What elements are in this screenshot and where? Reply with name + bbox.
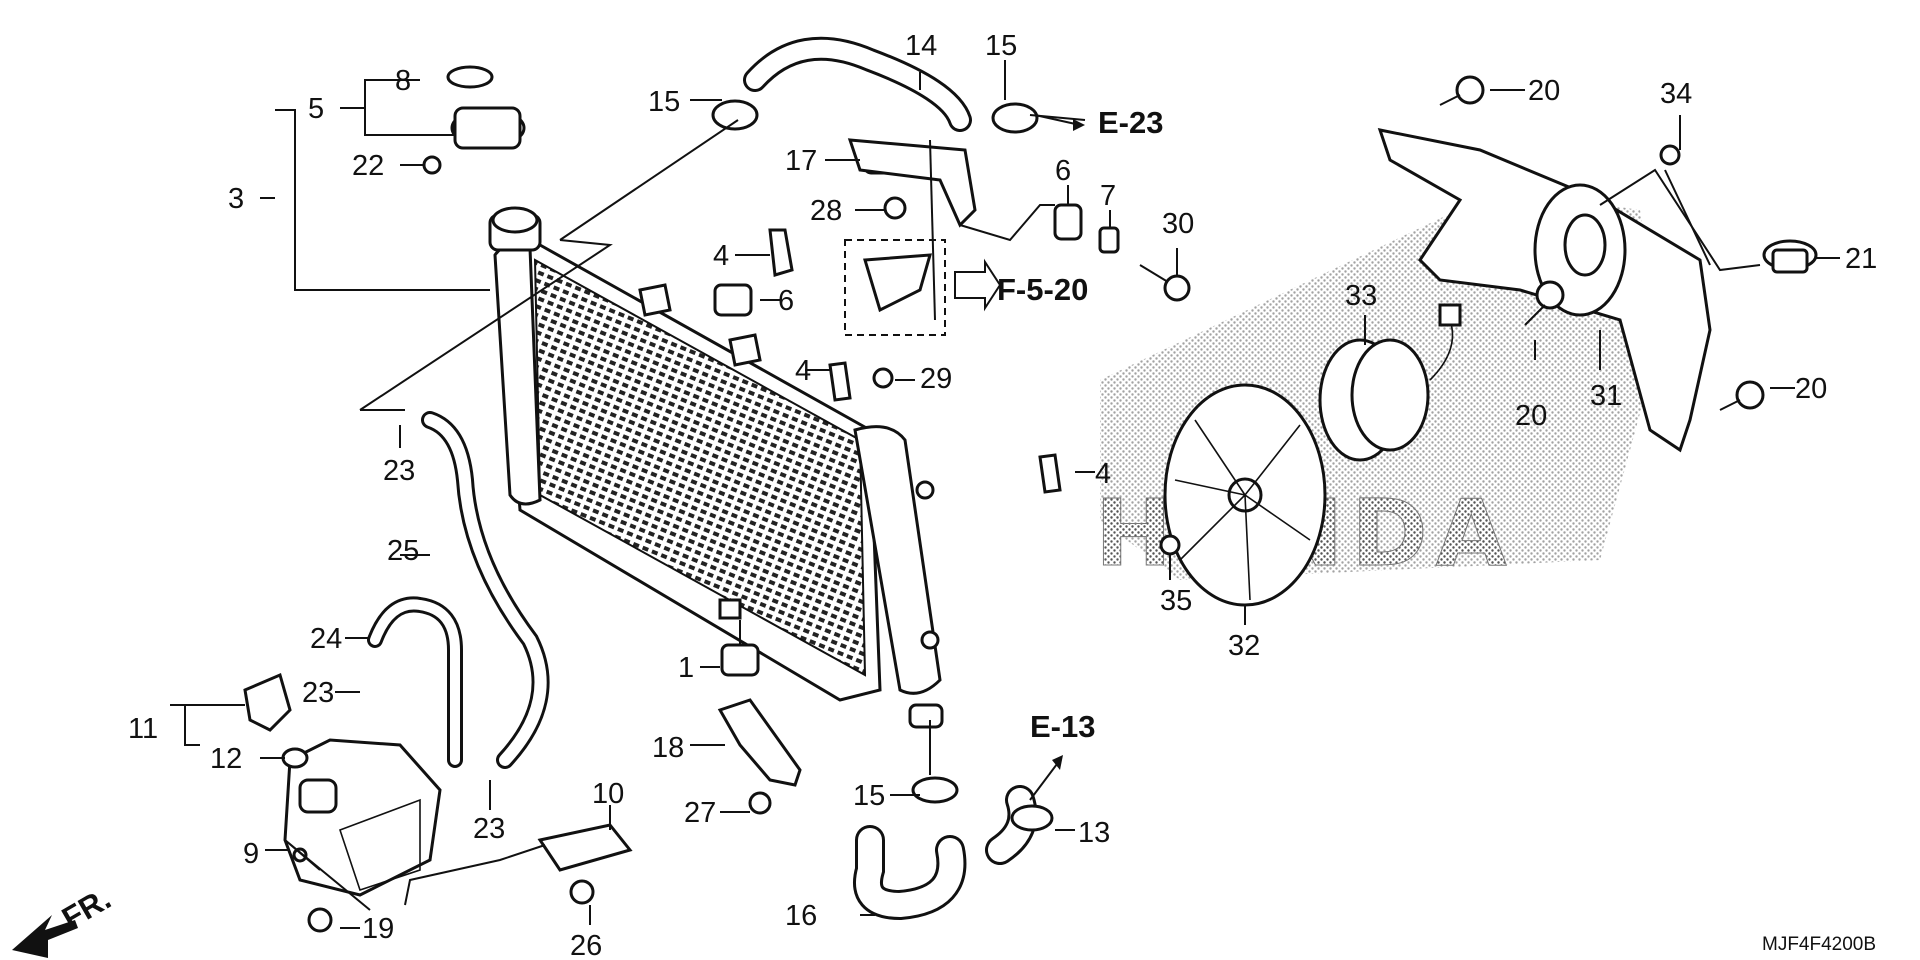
callout-13: 13 — [1078, 817, 1110, 849]
callout-32: 32 — [1228, 630, 1260, 662]
callout-21: 21 — [1845, 243, 1877, 275]
callout-34: 34 — [1660, 78, 1692, 110]
callout-15: 15 — [985, 30, 1017, 62]
callout-24: 24 — [310, 623, 342, 655]
ref-e13[interactable]: E-13 — [1030, 709, 1095, 744]
callout-31: 31 — [1590, 380, 1622, 412]
callout-15: 15 — [648, 86, 680, 118]
radiator-core — [488, 206, 944, 729]
reserve-tank-cap — [243, 672, 309, 769]
reserve-tank — [283, 738, 442, 897]
callout-19: 19 — [362, 913, 394, 945]
callout-16: 16 — [785, 900, 817, 932]
callout-numbers: 1 3 4 4 4 4 5 6 6 7 8 9 10 11 12 13 14 1… — [128, 30, 1877, 960]
callout-26: 26 — [570, 930, 602, 960]
callout-1: 1 — [678, 652, 694, 684]
callout-20: 20 — [1515, 400, 1547, 432]
callout-14: 14 — [905, 30, 937, 62]
callout-4: 4 — [795, 355, 811, 387]
callout-9: 9 — [243, 838, 259, 870]
callout-22: 22 — [352, 150, 384, 182]
callout-4: 4 — [713, 240, 729, 272]
callout-23: 23 — [383, 455, 415, 487]
callout-20: 20 — [1795, 373, 1827, 405]
callout-5: 5 — [308, 93, 324, 125]
callout-23: 23 — [473, 813, 505, 845]
callout-6: 6 — [1055, 155, 1071, 187]
radiator-cap — [446, 65, 526, 150]
callout-10: 10 — [592, 778, 624, 810]
callout-17: 17 — [785, 145, 817, 177]
callout-30: 30 — [1162, 208, 1194, 240]
ref-e23[interactable]: E-23 — [1098, 105, 1163, 140]
leader-lines — [170, 60, 1840, 929]
callout-35: 35 — [1160, 585, 1192, 617]
callout-8: 8 — [395, 65, 411, 97]
callout-20: 20 — [1528, 75, 1560, 107]
diagram-code: MJF4F4200B — [1762, 934, 1876, 955]
fasteners — [307, 75, 1765, 933]
callout-28: 28 — [810, 195, 842, 227]
callout-3: 3 — [228, 183, 244, 215]
callout-12: 12 — [210, 743, 242, 775]
cooling-fan — [1163, 383, 1327, 607]
fan-thermo-switch — [1762, 239, 1818, 274]
ref-f520[interactable]: F-5-20 — [997, 272, 1088, 307]
fan-motor — [1318, 303, 1462, 462]
callout-25: 25 — [387, 535, 419, 567]
front-direction-marker: FR. — [12, 881, 117, 958]
callout-4: 4 — [1095, 458, 1111, 490]
callout-6: 6 — [778, 285, 794, 317]
callout-7: 7 — [1100, 180, 1116, 212]
callout-23: 23 — [302, 677, 334, 709]
callout-29: 29 — [920, 363, 952, 395]
callout-11: 11 — [128, 713, 158, 745]
callout-33: 33 — [1345, 280, 1377, 312]
callout-15: 15 — [853, 780, 885, 812]
callout-27: 27 — [684, 797, 716, 829]
callout-18: 18 — [652, 732, 684, 764]
breather-hose — [367, 596, 463, 768]
